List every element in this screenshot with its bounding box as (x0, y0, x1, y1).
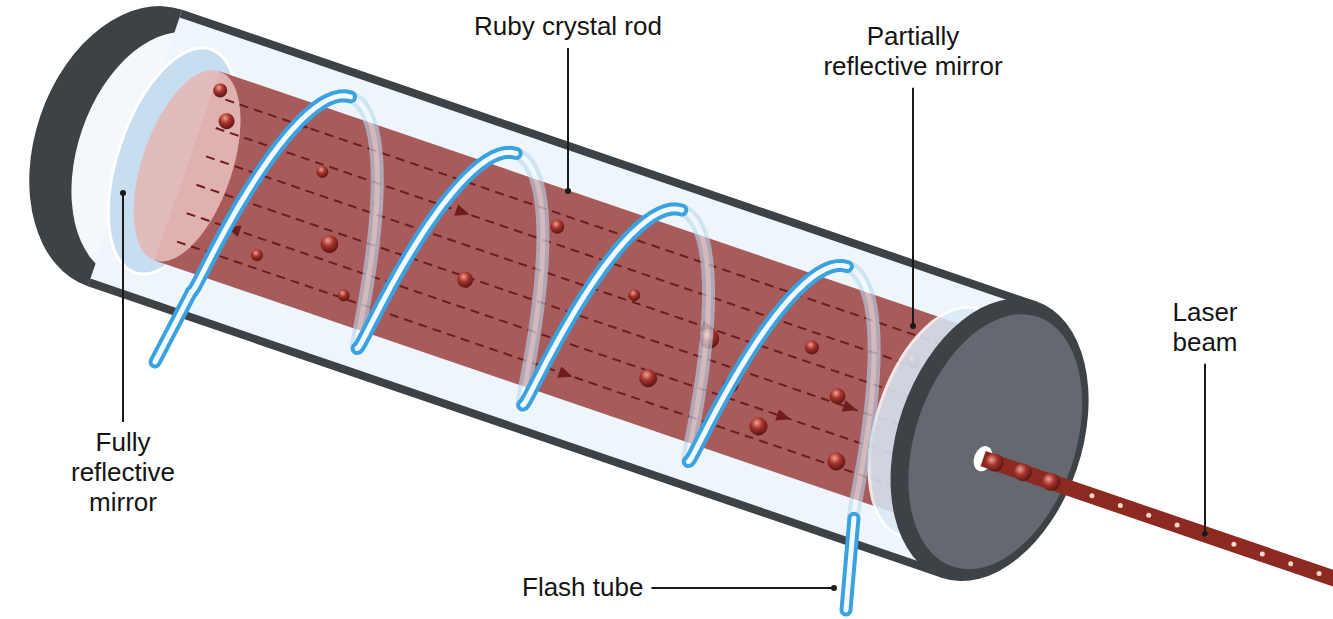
atom (825, 450, 848, 473)
light-path (216, 128, 935, 374)
photon (1317, 571, 1322, 576)
flash-tube-front-core (688, 265, 847, 461)
flash-tube-front-outer (155, 292, 192, 362)
flash-tube-front-outer (688, 265, 847, 461)
beam (983, 459, 1333, 583)
photon (1118, 503, 1123, 508)
part-label: Ruby crystal rod (453, 12, 683, 42)
laser-beam (983, 454, 1333, 583)
leader-line (651, 587, 834, 589)
photon (1014, 463, 1032, 481)
end-cap (877, 291, 1114, 593)
atom (249, 248, 264, 263)
atom (216, 111, 236, 131)
atom (637, 367, 660, 390)
part-label: Partially reflective mirror (813, 22, 1013, 82)
photon (1146, 513, 1151, 518)
flash-tube-front-core (523, 209, 682, 405)
leader-line (912, 88, 914, 326)
rod-end (112, 57, 262, 275)
leader-dot (565, 188, 571, 194)
light-paths (175, 94, 947, 493)
atoms (162, 82, 950, 491)
light-arrowhead (775, 409, 792, 425)
atom (803, 339, 821, 357)
photon (1175, 522, 1180, 527)
photon (1260, 551, 1265, 556)
light-arrowhead (842, 400, 859, 416)
part-label: Fully reflective mirror (53, 428, 193, 518)
light-arrowhead (454, 204, 471, 220)
laser-housing (0, 0, 1124, 608)
light-path (196, 185, 915, 431)
photon (1288, 561, 1293, 566)
photon (1089, 493, 1094, 498)
flash-tube-front-outer (523, 209, 682, 405)
part-label: Laser beam (1145, 298, 1265, 358)
flash-tube-back-outer (847, 267, 874, 519)
leader-line (1204, 364, 1206, 534)
ruby-rod (155, 71, 967, 516)
flash-tube-front-core (192, 96, 351, 292)
part-label: Flash tube (522, 573, 643, 603)
leader-dot (1202, 531, 1208, 537)
atom (827, 386, 847, 406)
photon (1042, 473, 1060, 491)
atom (336, 288, 351, 303)
photon (985, 454, 1003, 472)
atom (747, 415, 770, 438)
flash-tube-front-core (357, 152, 516, 348)
flash-tube-back-core (847, 267, 874, 519)
atom (627, 288, 642, 303)
leader-line (122, 193, 124, 422)
flash-tube-front-core (155, 292, 192, 362)
leader-lines (120, 48, 1208, 591)
end-cap-rim (855, 272, 1123, 608)
leader-line (567, 48, 569, 191)
flash-tube-front-core (846, 518, 854, 610)
light-path (225, 100, 944, 346)
leader-dot (910, 323, 916, 329)
flash-tube-front-outer (357, 152, 516, 348)
flash-tube-front (155, 96, 854, 610)
flash-tube (155, 96, 874, 610)
atom (455, 270, 475, 290)
atom (211, 82, 229, 100)
atom (548, 218, 566, 236)
flash-tube-front-outer (192, 96, 351, 292)
light-arrowhead (557, 366, 574, 382)
leader-dot (831, 585, 837, 591)
atom (315, 164, 330, 179)
atom (318, 233, 341, 256)
leader-dot (120, 190, 126, 196)
flash-tube-back (351, 97, 875, 518)
photon (1231, 542, 1236, 547)
flash-tube-front-outer (846, 518, 854, 610)
